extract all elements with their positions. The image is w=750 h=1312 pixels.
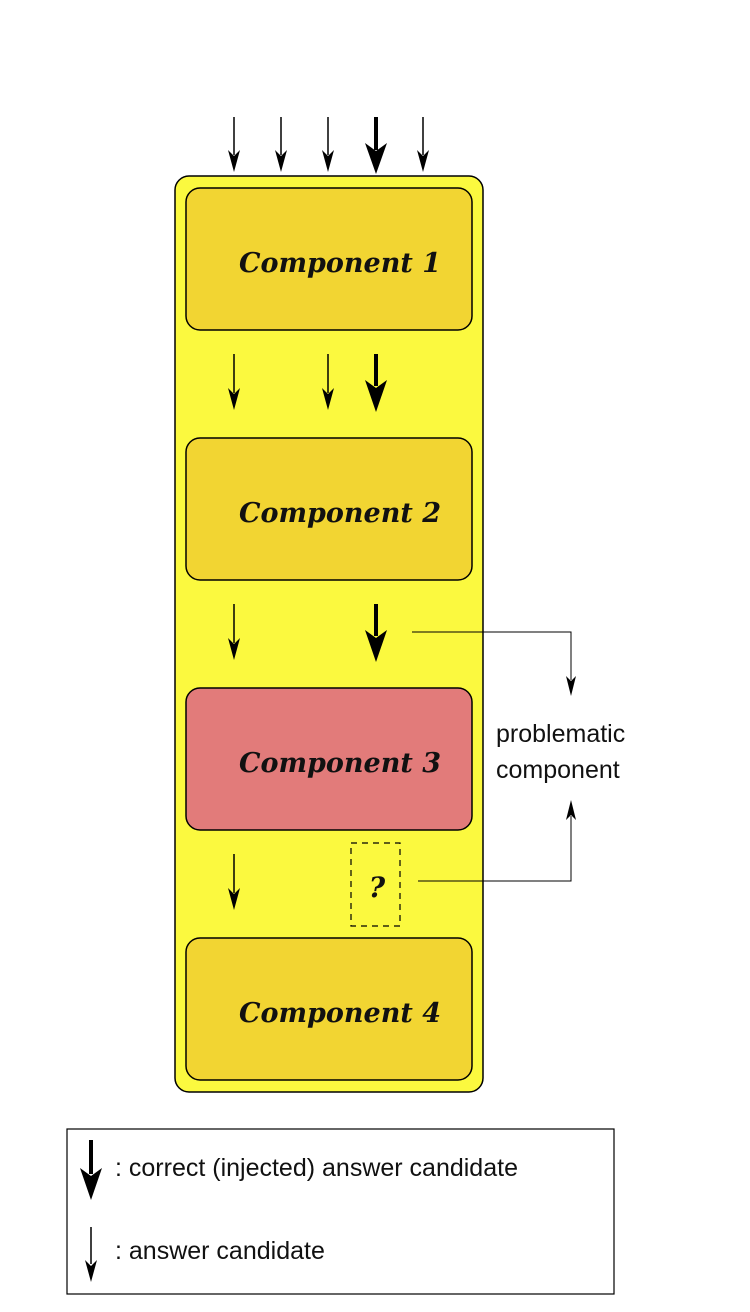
stage-2-outputs bbox=[228, 604, 387, 662]
annotation-line-2: component bbox=[496, 756, 620, 784]
component-4-label: Component 4 bbox=[239, 998, 441, 1029]
answer-candidate-arrow bbox=[322, 354, 334, 410]
problem-connectors bbox=[412, 631, 576, 882]
unknown-output-symbol: ? bbox=[369, 871, 386, 904]
answer-candidate-arrow bbox=[228, 854, 240, 910]
correct-answer-arrow bbox=[365, 604, 387, 662]
connector-from-missing-output bbox=[418, 800, 576, 882]
stage-1-outputs bbox=[228, 354, 387, 412]
component-2-label: Component 2 bbox=[239, 498, 441, 529]
answer-candidate-arrow bbox=[275, 117, 287, 172]
legend-correct-arrow-icon bbox=[80, 1140, 102, 1200]
correct-answer-arrow bbox=[365, 117, 387, 174]
answer-candidate-arrow bbox=[228, 354, 240, 410]
component-1: Component 1 bbox=[185, 187, 473, 331]
annotation-line-1: problematic bbox=[496, 720, 625, 748]
stage-3-outputs: ? bbox=[228, 842, 401, 927]
input-arrows bbox=[228, 117, 429, 174]
component-4: Component 4 bbox=[185, 937, 473, 1081]
missing-answer-box: ? bbox=[350, 842, 401, 927]
answer-candidate-arrow bbox=[228, 604, 240, 660]
pipeline-container bbox=[174, 175, 484, 1093]
legend-candidate-label: : answer candidate bbox=[115, 1237, 325, 1265]
legend-correct-label: : correct (injected) answer candidate bbox=[115, 1154, 518, 1182]
component-1-label: Component 1 bbox=[239, 248, 441, 279]
legend-candidate-arrow-icon bbox=[85, 1227, 97, 1282]
answer-candidate-arrow bbox=[228, 117, 240, 172]
answer-candidate-arrow bbox=[417, 117, 429, 172]
correct-answer-arrow bbox=[365, 354, 387, 412]
legend: : correct (injected) answer candidate : … bbox=[66, 1128, 615, 1295]
component-2: Component 2 bbox=[185, 437, 473, 581]
component-3: Component 3 bbox=[185, 687, 473, 831]
component-3-label: Component 3 bbox=[239, 748, 441, 779]
answer-candidate-arrow bbox=[322, 117, 334, 172]
problematic-component-annotation: problematic component bbox=[496, 720, 625, 784]
connector-from-correct-arrow bbox=[412, 631, 576, 696]
